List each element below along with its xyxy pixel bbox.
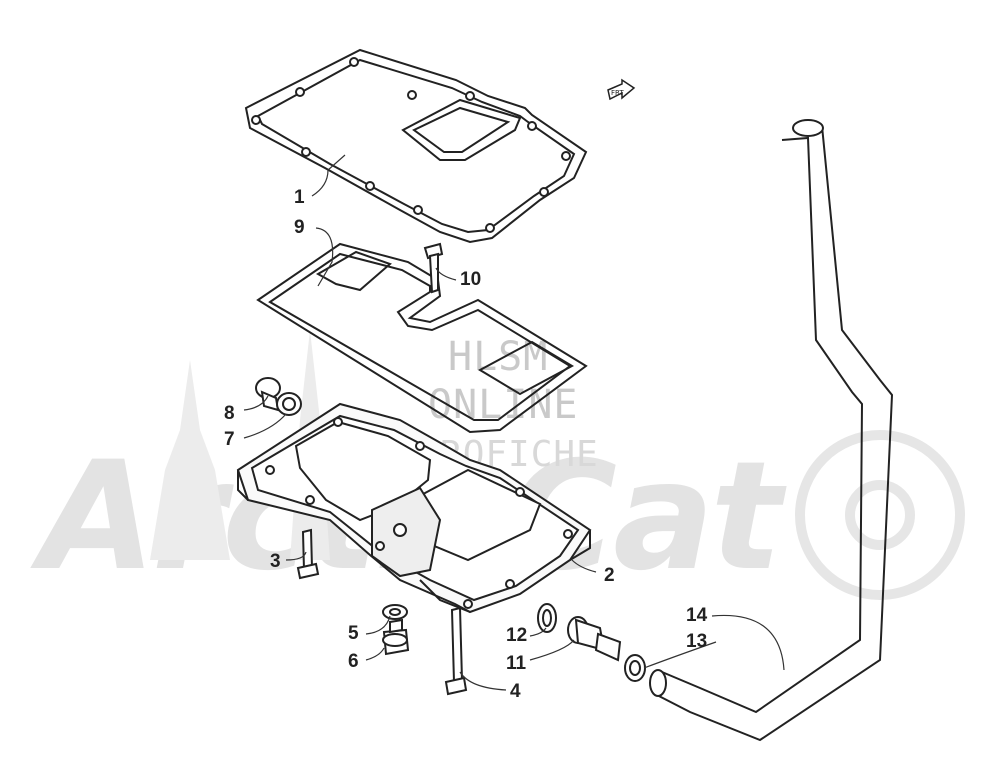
clamp-13 — [624, 654, 646, 682]
callout-13: 13 — [686, 631, 708, 652]
bolt-3 — [296, 528, 320, 580]
drain-plug-6 — [382, 618, 410, 656]
callout-2: 2 — [604, 565, 615, 586]
plug-8 — [255, 377, 281, 412]
callout-12: 12 — [506, 625, 528, 646]
fitting-11 — [567, 616, 622, 662]
forward-arrow-icon: FRT — [607, 78, 636, 101]
callout-5: 5 — [348, 623, 359, 644]
washer-7 — [276, 392, 302, 416]
hose-14 — [649, 119, 894, 742]
gasket-upper — [244, 48, 588, 244]
callout-4: 4 — [510, 681, 521, 702]
bolt-10 — [423, 242, 444, 294]
gasket-lower — [256, 242, 588, 434]
callout-8: 8 — [224, 403, 235, 424]
callout-3: 3 — [270, 551, 281, 572]
o-ring-12 — [537, 603, 557, 633]
bolt-4 — [444, 606, 468, 696]
callout-10: 10 — [460, 269, 482, 290]
callout-7: 7 — [224, 429, 235, 450]
callout-1: 1 — [294, 187, 305, 208]
callout-11: 11 — [506, 653, 527, 674]
callout-6: 6 — [348, 651, 359, 672]
fwd-label: FRT — [611, 89, 624, 97]
watermark-wheel — [795, 430, 965, 600]
oil-pan — [236, 402, 592, 614]
callout-9: 9 — [294, 217, 305, 238]
washer-5 — [382, 604, 408, 620]
leader-lines — [243, 154, 785, 691]
callout-14: 14 — [686, 605, 708, 626]
